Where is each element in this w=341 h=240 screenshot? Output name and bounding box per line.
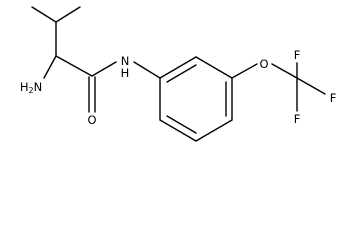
- bond-ring-ether-o: [231, 63, 258, 79]
- bond-cf3-f-right: [296, 77, 326, 95]
- ring-inner-bond-a: [166, 64, 197, 83]
- nh2-label: H2N: [20, 80, 42, 95]
- amide-h-label: H: [121, 66, 130, 80]
- bond-methyl-right: [55, 6, 81, 23]
- fluorine-bottom-label: F: [294, 112, 301, 126]
- bond-nh-ring: [133, 61, 161, 79]
- bond-alpha-carbonyl: [55, 55, 93, 77]
- ring-bond-1: [159, 56, 197, 79]
- bond-ether-o-cf3: [271, 63, 298, 79]
- ether-oxygen-label: O: [259, 57, 268, 71]
- bond-methyl-left: [31, 6, 57, 23]
- ring-bond-4: [195, 119, 233, 142]
- amide-n-label: N: [121, 54, 130, 68]
- ring-bond-2: [195, 56, 233, 79]
- ring-inner-bond-c: [166, 115, 197, 134]
- bond-alpha-nh2: [43, 55, 57, 79]
- bond-carbonyl-nh: [91, 61, 117, 77]
- molecule-structure-diagram: H2N N H O O F F F: [20, 6, 337, 142]
- carbonyl-oxygen-label: O: [87, 113, 96, 127]
- fluorine-top-label: F: [294, 48, 301, 62]
- fluorine-right-label: F: [330, 91, 337, 105]
- ring-bond-5: [159, 119, 197, 142]
